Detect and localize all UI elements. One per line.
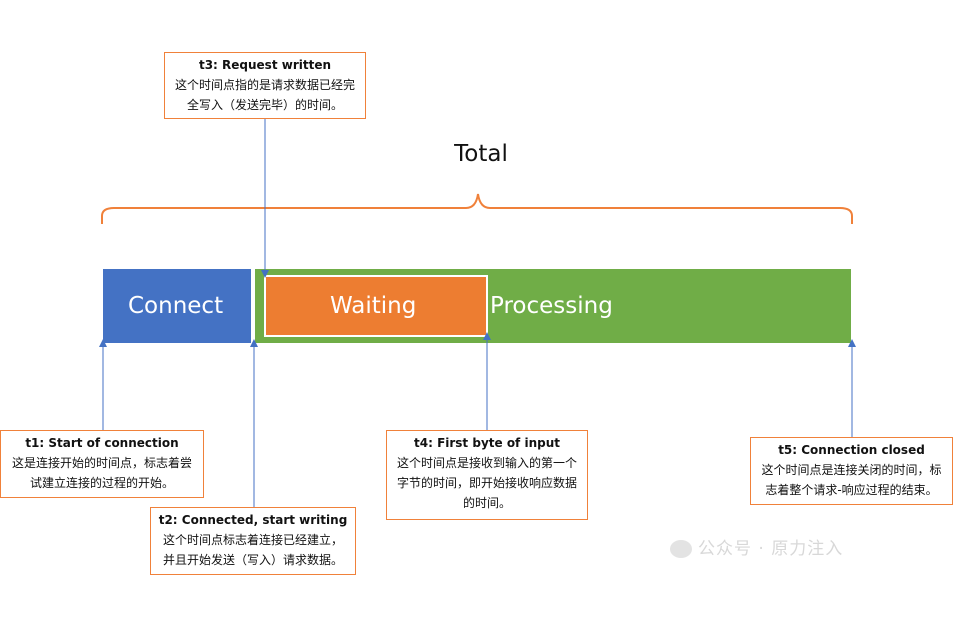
t3-title: t3: Request written [198,58,332,72]
connect-label: Connect [128,293,224,319]
total-label: Total [454,141,508,167]
waiting-label: Waiting [330,293,417,319]
t2-box: t2: Connected, start writing 这个时间点标志着连接已… [150,507,356,575]
t4-title: t4: First byte of input [414,436,560,450]
t5-title: t5: Connection closed [778,443,925,457]
watermark-text: 公众号 · 原力注入 [698,539,844,559]
t4-line-1: 这个时间点是接收到输入的第一个 [396,456,577,470]
t4-line-3: 的时间。 [462,496,511,510]
t2-line-2: 并且开始发送（写入）请求数据。 [162,553,343,567]
t1-box: t1: Start of connection 这是连接开始的时间点，标志着尝 … [0,430,204,498]
t1-line-1: 这是连接开始的时间点，标志着尝 [11,456,192,470]
t3-box: t3: Request written 这个时间点指的是请求数据已经完 全写入（… [164,52,366,119]
t4-line-2: 字节的时间，即开始接收响应数据 [396,476,577,490]
processing-label: Processing [490,293,613,319]
total-brace [101,193,853,224]
t5-box: t5: Connection closed 这个时间点是连接关闭的时间，标 志着… [750,437,953,505]
t3-line-1: 这个时间点指的是请求数据已经完 [174,78,355,92]
t4-box: t4: First byte of input 这个时间点是接收到输入的第一个 … [386,430,588,520]
connect-segment [103,269,251,343]
watermark: 公众号 · 原力注入 [670,534,843,559]
t2-line-1: 这个时间点标志着连接已经建立， [162,533,343,547]
t1-title: t1: Start of connection [25,436,179,450]
t5-line-1: 这个时间点是连接关闭的时间，标 [761,463,942,477]
t3-line-2: 全写入（发送完毕）的时间。 [186,98,343,112]
wechat-icon [670,540,692,558]
t2-title: t2: Connected, start writing [158,513,348,527]
waiting-segment [264,275,488,337]
t1-line-2: 试建立连接的过程的开始。 [29,476,174,490]
t5-line-2: 志着整个请求-响应过程的结束。 [765,483,938,497]
